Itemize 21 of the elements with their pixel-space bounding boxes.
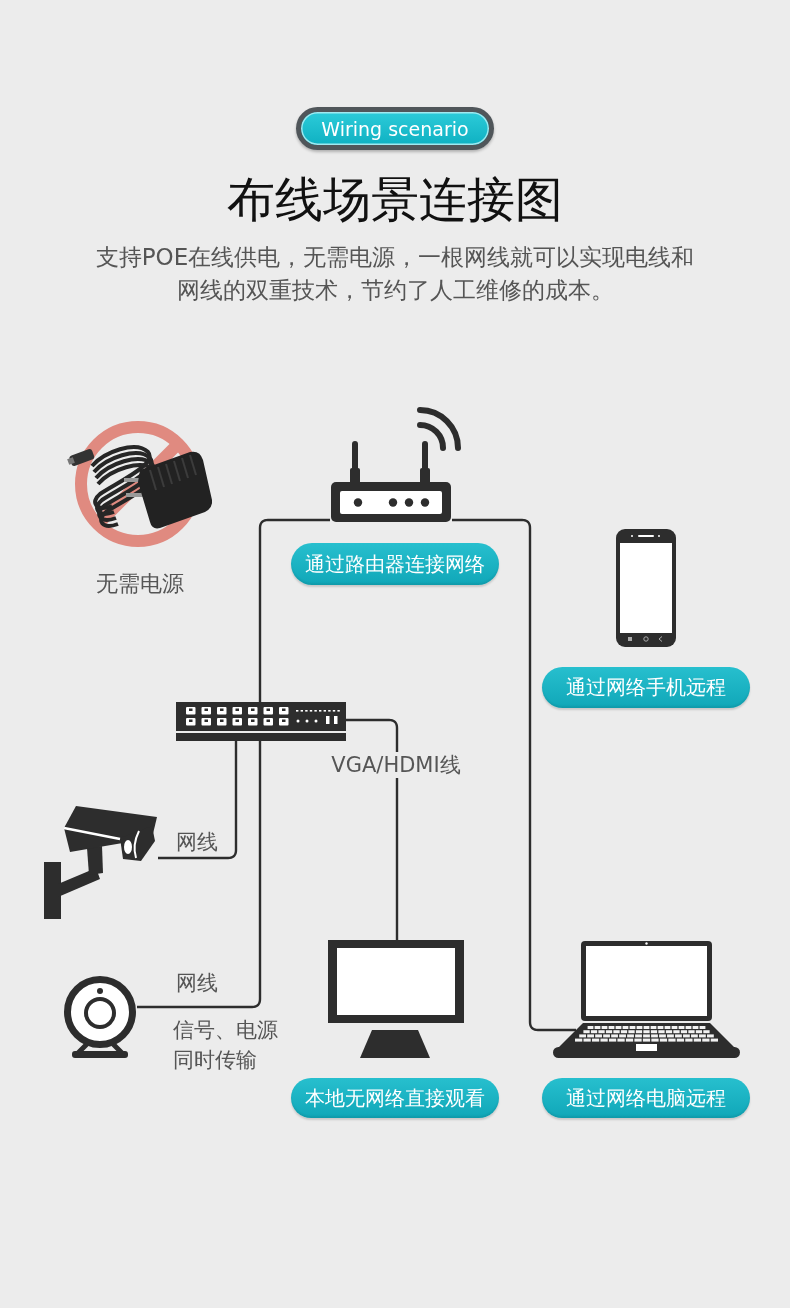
caption-pill: 通过网络电脑远程	[542, 1078, 750, 1118]
cable-line	[258, 518, 330, 702]
edge-label: VGA/HDMI线	[328, 752, 464, 778]
caption-pill: 本地无网络直接观看	[291, 1078, 499, 1118]
laptop-icon	[553, 940, 740, 1059]
caption-pill: 通过路由器连接网络	[291, 543, 499, 585]
note-text: 信号、电源同时传输	[173, 1017, 279, 1074]
cable-line	[346, 718, 399, 940]
caption-pill: 通过网络手机远程	[542, 667, 750, 708]
icon-caption: 无需电源	[95, 570, 185, 598]
cable-line	[158, 741, 238, 860]
wireless-router-icon	[330, 440, 452, 523]
description-text: 支持POE在线供电，无需电源，一根网线就可以实现电线和网线的双重技术，节约了人工维修的成本。	[94, 243, 696, 305]
network-switch-icon	[176, 702, 346, 741]
security-camera-icon	[44, 804, 158, 919]
cable-line	[452, 518, 576, 1032]
page-title: 布线场景连接图	[226, 171, 564, 227]
webcam-icon	[63, 975, 137, 1059]
section-badge: Wiring scenario	[296, 107, 494, 150]
monitor-icon	[328, 940, 464, 1059]
cable-line	[137, 741, 262, 1009]
